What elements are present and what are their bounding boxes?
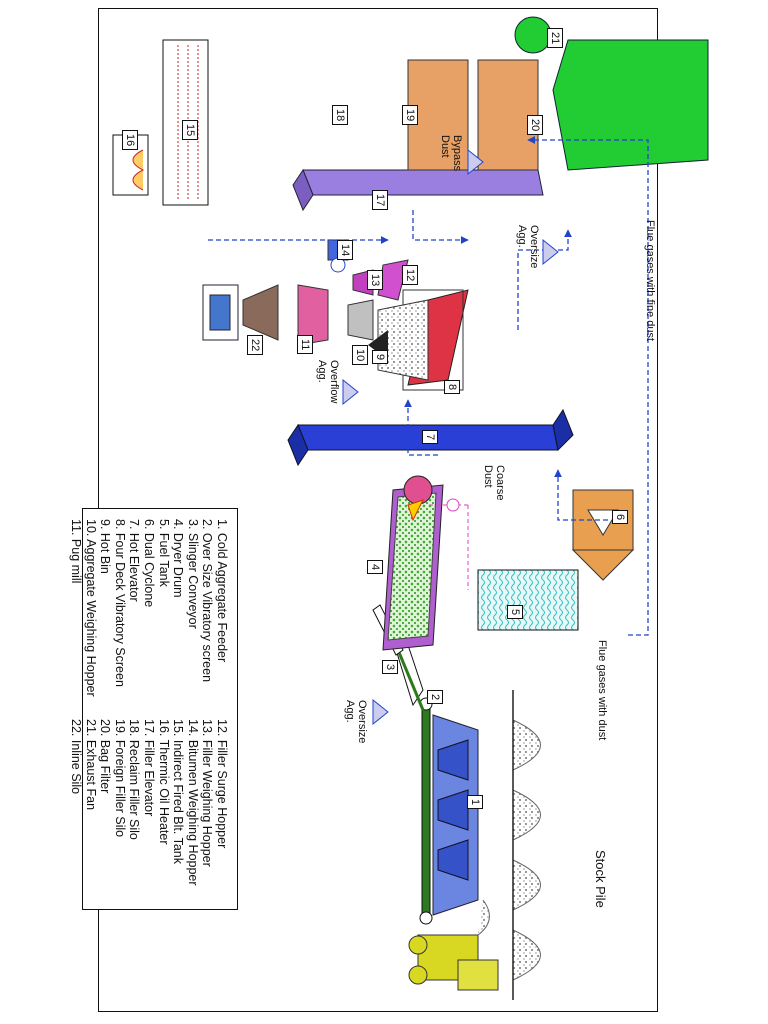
legend-item: 21. Exhaust Fan (83, 719, 98, 811)
num-15: 15 (182, 120, 198, 141)
legend-left: 1. Cold Aggregate Feeder 2. Over Size Vi… (68, 519, 229, 697)
legend-item: 17. Filler Elevator (142, 719, 157, 817)
num-13: 13 (367, 270, 383, 291)
num-20: 20 (527, 115, 543, 136)
num-9: 9 (372, 350, 388, 365)
dual-cyclone (571, 489, 635, 581)
legend-right: 12. Filler Surge Hopper 13. Filler Weigh… (68, 719, 229, 886)
legend-item: 1. Cold Aggregate Feeder (215, 519, 229, 663)
num-7: 7 (422, 430, 438, 445)
num-12: 12 (402, 265, 418, 286)
legend-item: 3. Slinger Conveyor (185, 519, 200, 629)
legend-item: 14. Bitumen Weighing Hopper (185, 719, 200, 886)
legend-item: 9. Hot Bin (98, 519, 113, 574)
num-2: 2 (427, 690, 443, 705)
legend-item: 2. Over Size Vibratory screen (200, 519, 215, 683)
num-6: 6 (612, 510, 628, 525)
legend: 1. Cold Aggregate Feeder 2. Over Size Vi… (69, 508, 238, 910)
num-4: 4 (367, 560, 383, 575)
label-flue-gases-dust: Flue gases with dust (596, 640, 608, 741)
filler-surge-hopper (377, 259, 409, 301)
delivery-truck (202, 284, 239, 341)
num-14: 14 (337, 240, 353, 261)
flow-lines (208, 136, 649, 636)
num-11: 11 (297, 335, 313, 355)
thermic-oil-heater (112, 134, 149, 196)
legend-item: 8. Four Deck Vibratory Screen (112, 519, 127, 687)
num-3: 3 (382, 660, 398, 675)
label-oversize-agg-2: Oversize Agg. (516, 225, 540, 269)
legend-item: 15. Indirect Fired Blt. Tank (171, 719, 186, 864)
filler-elevator (292, 168, 544, 212)
dryer-drum (382, 475, 444, 651)
num-8: 8 (444, 380, 460, 395)
fuel-tank (428, 498, 579, 631)
legend-item: 16. Thermic Oil Heater (156, 719, 171, 845)
aggregate-weighing-hopper (347, 299, 374, 341)
legend-item: 10. Aggregate Weighing Hopper (83, 519, 98, 697)
legend-item: 4. Dryer Drum (171, 519, 186, 598)
legend-item: 20. Bag Filter (98, 719, 113, 794)
num-22: 22 (247, 335, 263, 356)
num-5: 5 (507, 605, 523, 620)
legend-item: 11. Pug mill (69, 519, 84, 584)
legend-item: 6. Dual Cyclone (142, 519, 157, 608)
dust-piles (342, 148, 559, 726)
label-overflow-agg: Overflow Agg. (316, 360, 340, 404)
label-flue-gases-fine-dust: Flue gases with fine dust (644, 220, 656, 342)
num-10: 10 (352, 345, 368, 366)
hot-bin (368, 299, 429, 381)
stock-piles (512, 690, 541, 1000)
legend-item: 13. Filler Weighing Hopper (200, 719, 215, 867)
legend-item: 7. Hot Elevator (127, 519, 142, 602)
num-17: 17 (372, 190, 388, 211)
legend-item: 5. Fuel Tank (156, 519, 171, 587)
legend-item: 12. Filler Surge Hopper (215, 719, 229, 849)
label-bypass-dust: Bypass Dust (439, 135, 463, 172)
exhaust-fan (514, 16, 552, 54)
num-1: 1 (467, 795, 483, 810)
num-19: 19 (402, 105, 418, 126)
label-oversize-agg-1: Oversize Agg. (344, 700, 368, 744)
inline-silo (242, 284, 279, 341)
num-21: 21 (547, 28, 563, 49)
loader-truck (408, 899, 499, 991)
bag-filter (552, 39, 709, 171)
legend-item: 19. Foreign Filler Silo (112, 719, 127, 838)
num-18: 18 (332, 105, 348, 126)
label-coarse-dust: Coarse Dust (482, 465, 506, 501)
legend-item: 22. Inline Silo (69, 719, 84, 795)
num-16: 16 (122, 130, 138, 151)
label-stock-pile: Stock Pile (593, 850, 608, 908)
cold-aggregate-feeder (419, 697, 479, 925)
foreign-filler-silo (407, 59, 469, 171)
legend-item: 18. Reclaim Filler Silo (127, 719, 142, 840)
